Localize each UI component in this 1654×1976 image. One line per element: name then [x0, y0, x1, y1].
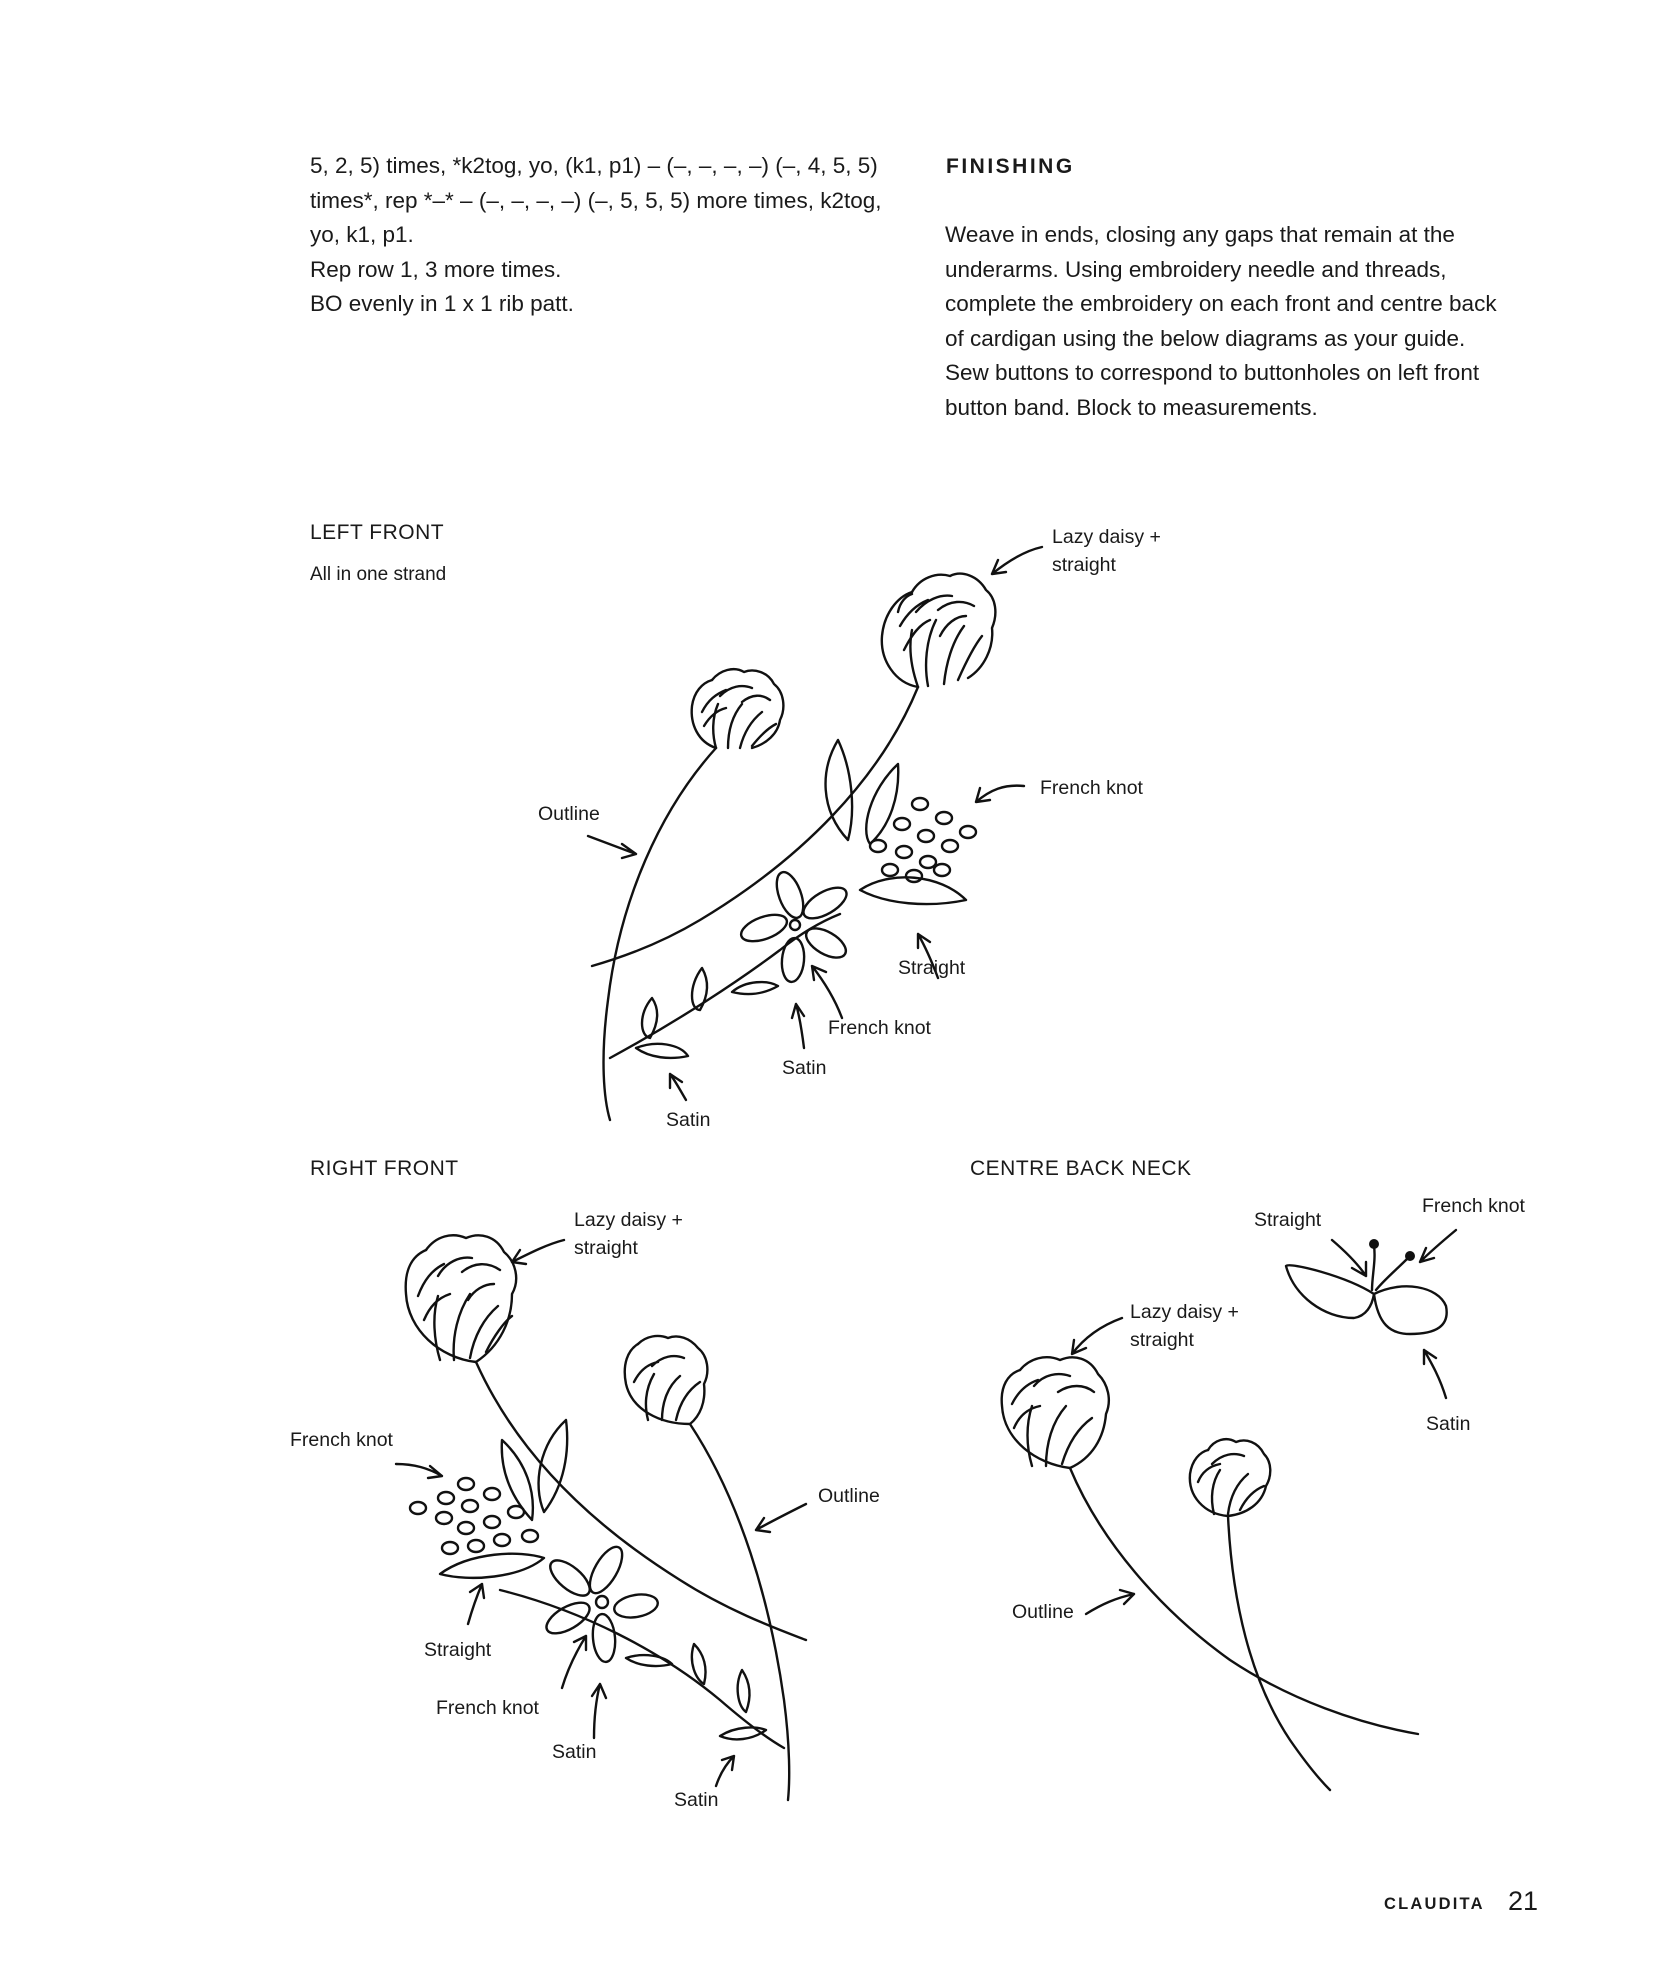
- arrow: [510, 1238, 566, 1266]
- clover-flower-icon: [623, 1334, 709, 1426]
- arrow: [1330, 1238, 1368, 1278]
- stem: [1226, 1514, 1332, 1792]
- pattern-line: 5, 2, 5) times, *k2tog, yo, (k1, p1) – (…: [310, 153, 878, 178]
- leaf: [537, 1418, 569, 1514]
- finishing-line: underarms. Using embroidery needle and t…: [945, 256, 1447, 282]
- stem: [474, 1360, 808, 1642]
- pattern-line: times*, rep *–* – (–, –, –, –) (–, 5, 5,…: [310, 187, 882, 213]
- pattern-line: BO evenly in 1 x 1 rib patt.: [310, 291, 574, 316]
- arrow: [1084, 1588, 1136, 1616]
- label-lazy-daisy: straight: [1130, 1329, 1195, 1351]
- label-satin: Satin: [674, 1789, 718, 1811]
- arrow: [1070, 1316, 1124, 1356]
- arrow: [668, 1072, 688, 1102]
- finishing-line: button band. Block to measurements.: [945, 394, 1318, 420]
- french-knots-icon: [408, 1476, 540, 1556]
- label-satin: Satin: [552, 1741, 596, 1763]
- label-straight: Straight: [424, 1639, 492, 1661]
- centre-back-heading: CENTRE BACK NECK: [970, 1157, 1192, 1180]
- leaf: [736, 1668, 751, 1714]
- label-french-knot: French knot: [1422, 1195, 1526, 1217]
- label-straight: Straight: [898, 957, 966, 979]
- leaf: [718, 1726, 768, 1741]
- label-lazy-daisy: Lazy daisy +: [1052, 526, 1161, 548]
- arrow: [1422, 1348, 1448, 1400]
- pattern-instructions: 5, 2, 5) times, *k2tog, yo, (k1, p1) – (…: [310, 149, 920, 322]
- label-satin: Satin: [782, 1057, 826, 1079]
- clover-flower-icon: [1188, 1438, 1272, 1518]
- label-satin: Satin: [666, 1109, 710, 1131]
- arrow: [590, 1682, 608, 1740]
- label-lazy-daisy: Lazy daisy +: [1130, 1301, 1239, 1323]
- left-front-note: All in one strand: [310, 564, 447, 585]
- right-front-diagram: Lazy daisy + straight French knot Outlin…: [290, 1209, 880, 1811]
- leaf: [634, 1042, 690, 1060]
- finishing-heading: FINISHING: [946, 155, 1075, 178]
- arrow: [714, 1754, 736, 1788]
- label-french-knot: French knot: [290, 1429, 394, 1451]
- pattern-line: Rep row 1, 3 more times.: [310, 256, 562, 282]
- stem: [602, 746, 718, 1122]
- leaf: [824, 738, 854, 842]
- page-number: 21: [1508, 1886, 1539, 1916]
- pattern-name: CLAUDITA: [1384, 1895, 1485, 1913]
- leaf: [865, 762, 900, 846]
- leaf: [858, 876, 968, 906]
- label-french-knot: French knot: [828, 1017, 932, 1039]
- arrow: [810, 964, 844, 1020]
- stem: [1068, 1466, 1420, 1736]
- leaf: [624, 1653, 674, 1668]
- right-front-heading: RIGHT FRONT: [310, 1157, 459, 1180]
- arrow: [790, 1002, 806, 1050]
- label-lazy-daisy: straight: [1052, 554, 1117, 576]
- daisy-flower-icon: [545, 1545, 659, 1664]
- finishing-instructions: Weave in ends, closing any gaps that rem…: [945, 218, 1565, 425]
- arrow: [754, 1502, 808, 1534]
- label-lazy-daisy: straight: [574, 1237, 639, 1259]
- stem: [498, 1588, 786, 1750]
- label-lazy-daisy: Lazy daisy +: [574, 1209, 683, 1231]
- centre-back-diagram: Straight French knot Lazy daisy + straig…: [1000, 1195, 1526, 1792]
- french-knots-icon: [868, 796, 978, 884]
- label-french-knot: French knot: [1040, 777, 1144, 799]
- arrow: [990, 545, 1044, 576]
- finishing-line: complete the embroidery on each front an…: [945, 291, 1497, 316]
- arrow: [586, 834, 638, 860]
- butterfly-icon: [1284, 1239, 1448, 1336]
- leaf: [438, 1552, 546, 1579]
- arrow: [466, 1582, 486, 1626]
- clover-flower-icon: [880, 572, 997, 689]
- finishing-line: Sew buttons to correspond to buttonholes…: [945, 360, 1480, 385]
- label-outline: Outline: [1012, 1601, 1074, 1623]
- leaf: [640, 996, 659, 1040]
- clover-flower-icon: [1000, 1356, 1110, 1470]
- arrow: [974, 784, 1026, 804]
- stem: [688, 1422, 791, 1802]
- daisy-flower-icon: [739, 870, 848, 984]
- leaf: [500, 1438, 534, 1522]
- stem: [608, 912, 842, 1060]
- leaf: [690, 966, 709, 1012]
- label-outline: Outline: [538, 803, 600, 825]
- label-french-knot: French knot: [436, 1697, 540, 1719]
- left-front-heading: LEFT FRONT: [310, 521, 445, 544]
- arrow: [916, 932, 940, 980]
- arrow: [394, 1462, 444, 1480]
- clover-flower-icon: [404, 1234, 518, 1364]
- label-satin: Satin: [1426, 1413, 1470, 1435]
- label-straight: Straight: [1254, 1209, 1322, 1231]
- finishing-line: of cardigan using the below diagrams as …: [945, 325, 1466, 351]
- stem: [590, 685, 920, 968]
- arrow: [560, 1634, 588, 1690]
- finishing-line: Weave in ends, closing any gaps that rem…: [945, 222, 1455, 247]
- clover-flower-icon: [690, 668, 785, 750]
- leaf: [730, 980, 780, 996]
- leaf: [690, 1642, 707, 1686]
- pattern-line: yo, k1, p1.: [310, 222, 414, 247]
- left-front-diagram: Lazy daisy + straight French knot Outlin…: [538, 526, 1161, 1131]
- arrow: [1418, 1228, 1458, 1264]
- label-outline: Outline: [818, 1485, 880, 1507]
